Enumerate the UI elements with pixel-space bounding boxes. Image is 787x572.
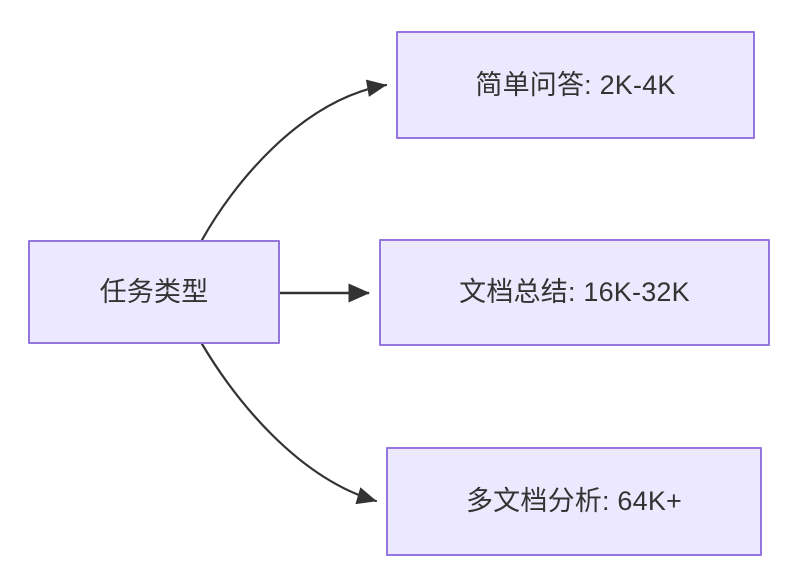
node-task-type-label: 任务类型 [99,276,209,307]
edge-source-to-multi-doc [200,342,378,505]
node-multi-doc[interactable]: 多文档分析: 64K+ [386,447,762,556]
node-doc-summary[interactable]: 文档总结: 16K-32K [379,239,770,346]
node-multi-doc-label: 多文档分析: 64K+ [465,486,682,517]
edge-source-to-simple-qa [200,79,388,242]
node-doc-summary-label: 文档总结: 16K-32K [459,277,690,308]
node-simple-qa[interactable]: 简单问答: 2K-4K [396,31,755,139]
node-task-type[interactable]: 任务类型 [28,240,280,344]
node-simple-qa-label: 简单问答: 2K-4K [475,69,676,100]
